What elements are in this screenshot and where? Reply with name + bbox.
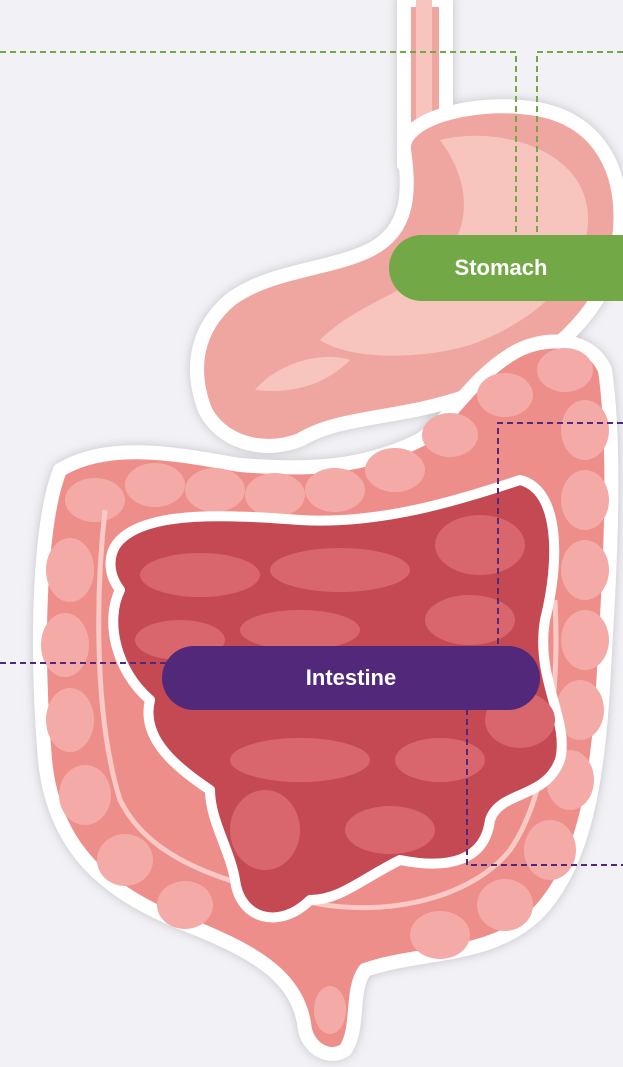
intestine-label: Intestine: [162, 646, 540, 710]
organ-group: [40, 0, 620, 1054]
stomach-label: Stomach: [389, 235, 623, 301]
